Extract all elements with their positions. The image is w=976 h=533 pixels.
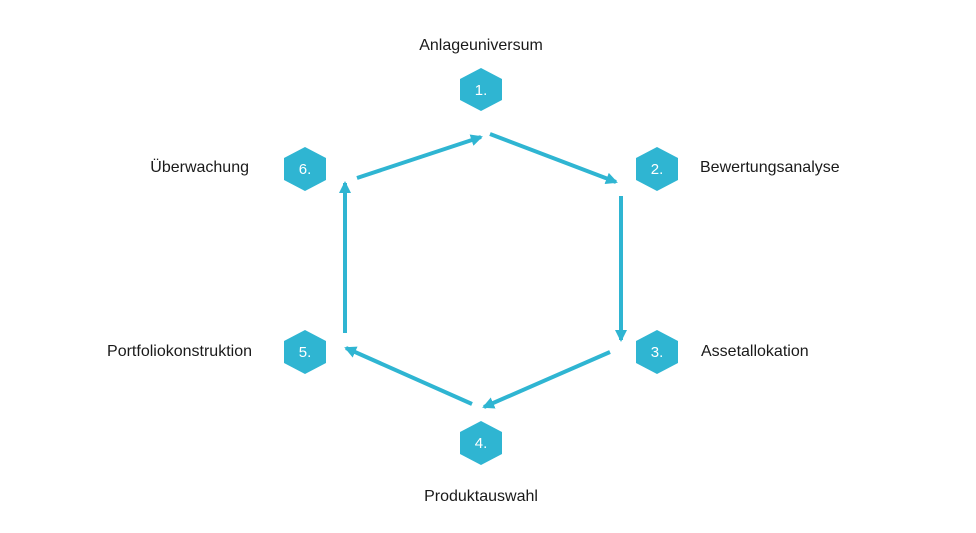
step-5-hexagon	[284, 330, 326, 374]
step-6-hexagon	[284, 147, 326, 191]
arrow-step3-to-step4	[482, 350, 611, 409]
step-4: 4. Produktauswahl	[424, 421, 538, 505]
step-1: 1. Anlageuniversum	[419, 37, 543, 111]
step-4-hexagon	[460, 421, 502, 465]
step-3-number: 3.	[651, 344, 664, 361]
step-2-hexagon	[636, 147, 678, 191]
step-6-label: Überwachung	[150, 158, 249, 176]
step-4-number: 4.	[475, 435, 488, 452]
step-6-number: 6.	[299, 161, 312, 178]
step-5: 5. Portfoliokonstruktion	[107, 330, 326, 374]
step-3: 3. Assetallokation	[636, 330, 809, 374]
step-2-number: 2.	[651, 161, 664, 178]
step-3-hexagon	[636, 330, 678, 374]
step-4-label: Produktauswahl	[424, 488, 538, 505]
step-6: 6. Überwachung	[150, 147, 326, 191]
step-2-label: Bewertungsanalyse	[700, 159, 840, 176]
step-1-label: Anlageuniversum	[419, 37, 543, 54]
step-3-label: Assetallokation	[701, 343, 809, 360]
step-5-label: Portfoliokonstruktion	[107, 343, 252, 360]
step-2: 2. Bewertungsanalyse	[636, 147, 840, 191]
arrow-step6-to-step1	[356, 134, 483, 180]
step-1-number: 1.	[475, 82, 488, 99]
step-5-number: 5.	[299, 344, 312, 361]
arrow-step1-to-step2	[489, 132, 618, 185]
step-1-hexagon	[460, 68, 502, 111]
arrow-step4-to-step5	[344, 346, 473, 406]
